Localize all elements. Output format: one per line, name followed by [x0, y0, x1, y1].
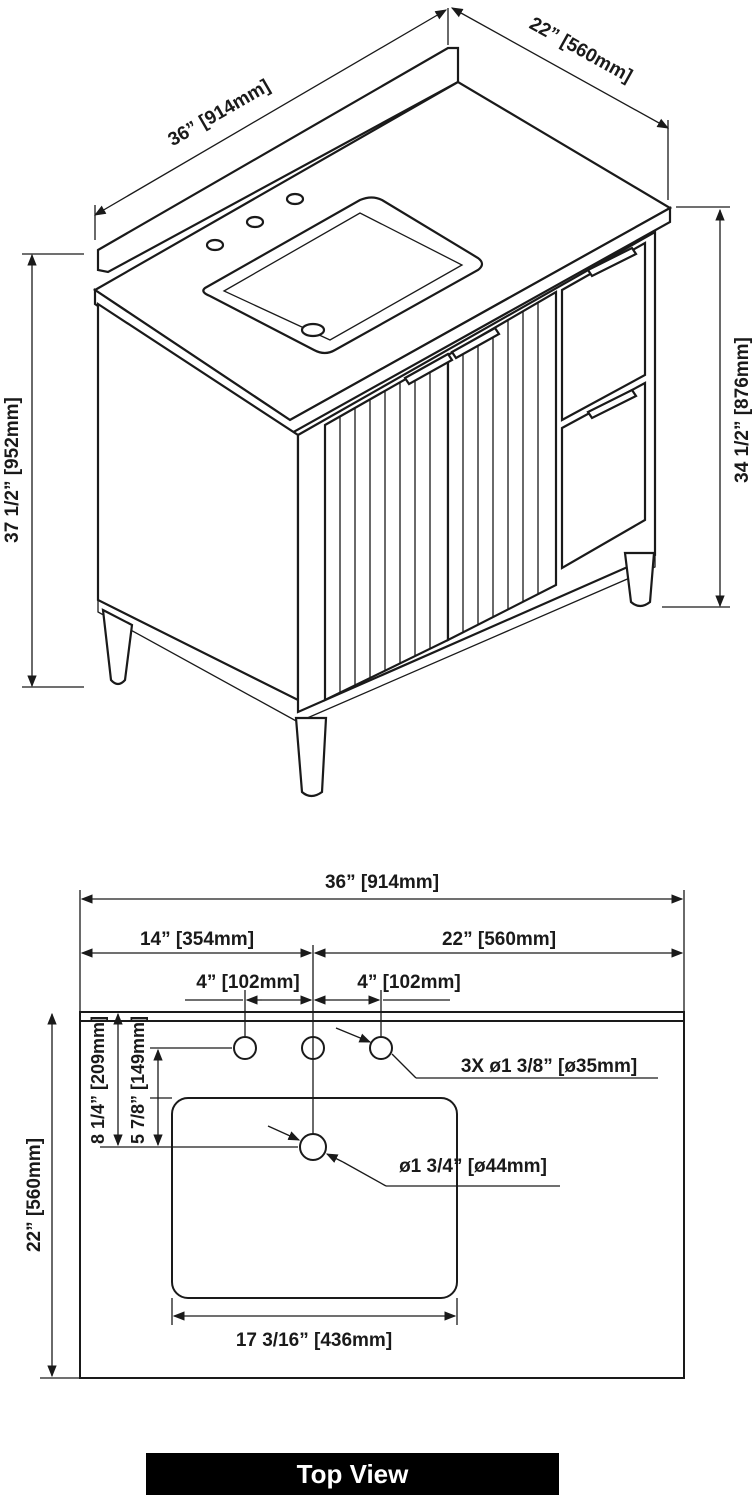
top-countertop-outline — [79, 1011, 685, 1379]
faucet-hole — [205, 238, 225, 252]
to-drain-depth-label: 8 1/4” [209mm] — [88, 1016, 108, 1144]
overall-width-label: 36” [914mm] — [325, 872, 439, 893]
right-hole-spacing-label: 4” [102mm] — [357, 972, 461, 993]
faucet-hole-right — [369, 1036, 393, 1060]
top-view: 36” [914mm] 14” [354mm] 22” [560mm] 4” [… — [24, 872, 685, 1379]
top-drawer-handle — [586, 246, 638, 278]
leg-front-right — [623, 551, 656, 608]
faucet-holes-label: 3X ø1 3/8” [ø35mm] — [461, 1056, 637, 1077]
to-bowl-label: 5 7/8” [149mm] — [128, 1016, 148, 1144]
top-depth-label: 22” [560mm] — [24, 1138, 45, 1252]
top-view-title: Top View — [146, 1453, 559, 1495]
iso-countertop-height-label: 34 1/2” [876mm] — [732, 337, 753, 483]
fluted-door-right — [446, 290, 558, 642]
sink-drain — [300, 322, 326, 338]
sink-bowl-inner — [222, 212, 464, 341]
drain-label: ø1 3/4” [ø44mm] — [399, 1156, 547, 1177]
faucet-hole-left — [233, 1036, 257, 1060]
depth-dimension-line — [450, 7, 670, 129]
countertop-edge — [93, 206, 672, 436]
faucet-hole — [285, 192, 305, 206]
door-handle-right — [450, 326, 501, 360]
leg-front-left — [294, 716, 328, 798]
top-bowl-outline — [171, 1097, 458, 1299]
drain-hole — [299, 1133, 327, 1161]
bottom-drawer-handle — [586, 388, 638, 420]
left-to-drain-label: 14” [354mm] — [140, 929, 254, 950]
door-handle-left — [403, 352, 454, 386]
iso-width-label: 36” [914mm] — [165, 76, 274, 151]
iso-total-height-label: 37 1/2” [952mm] — [2, 397, 23, 543]
width-dimension-line — [93, 9, 448, 216]
iso-depth-label: 22” [560mm] — [526, 13, 636, 87]
isometric-view: 36” [914mm] 22” [560mm] 37 1/2” [952mm] … — [2, 7, 753, 798]
bowl-width-label: 17 3/16” [436mm] — [236, 1330, 392, 1351]
door-flutes — [339, 302, 539, 693]
faucet-hole — [245, 215, 265, 229]
left-hole-spacing-label: 4” [102mm] — [196, 972, 300, 993]
drain-to-right-label: 22” [560mm] — [442, 929, 556, 950]
leg-back-left — [101, 608, 134, 686]
